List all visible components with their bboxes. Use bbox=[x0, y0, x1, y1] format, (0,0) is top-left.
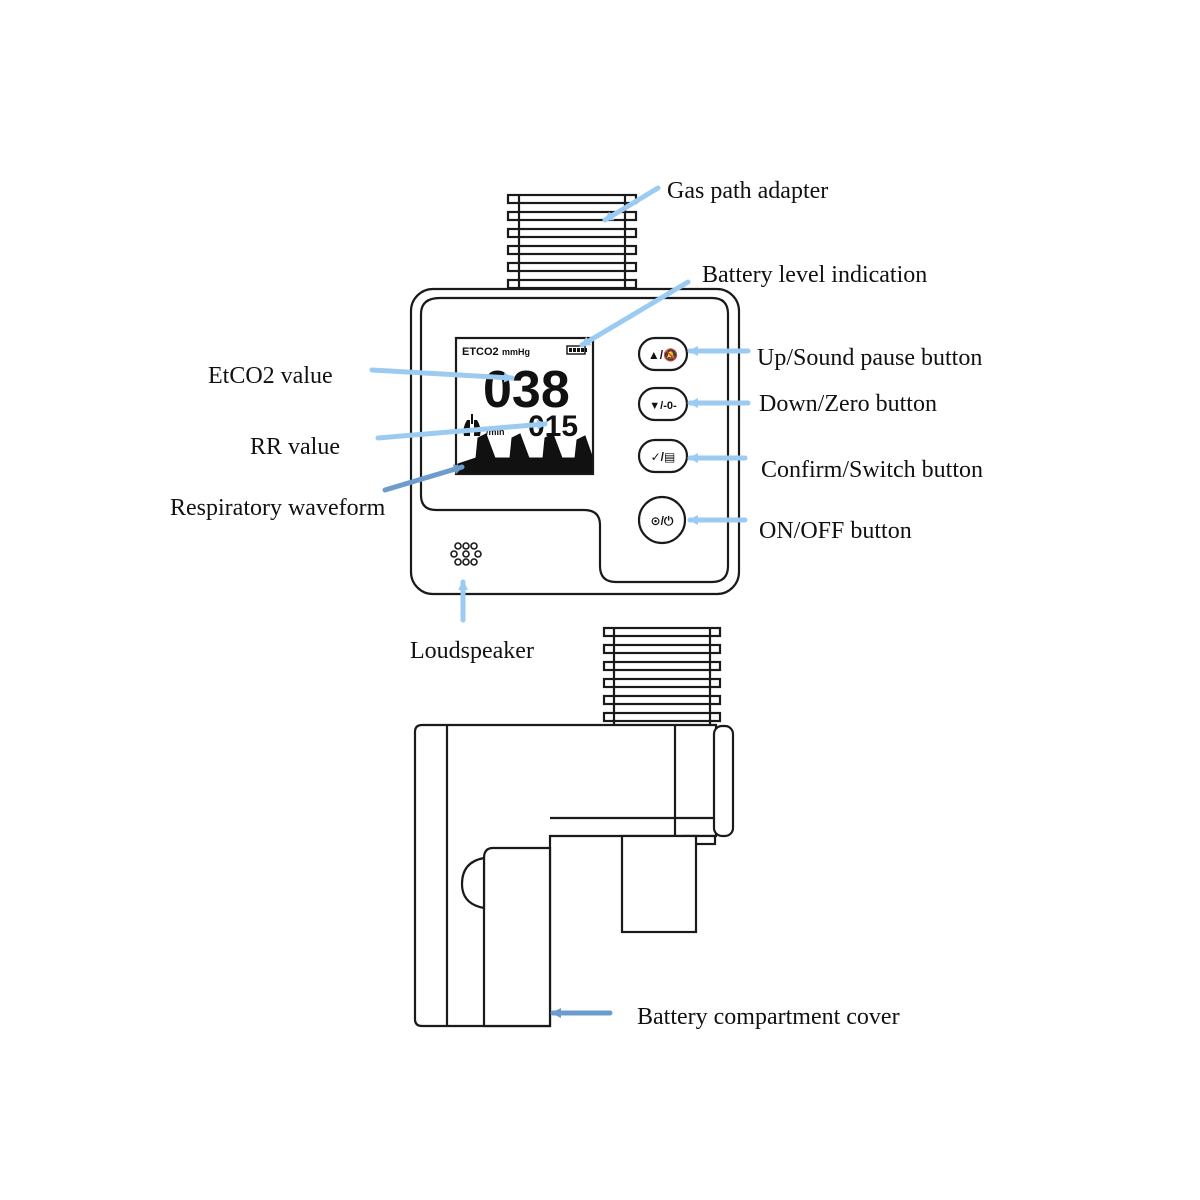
side-clip bbox=[712, 724, 735, 838]
gas-path-adapter-ribs bbox=[506, 193, 638, 290]
label-loudspeaker: Loudspeaker bbox=[410, 638, 534, 664]
down-zero-button[interactable] bbox=[637, 386, 689, 422]
arrow-battery-level bbox=[579, 279, 691, 348]
battery-compartment-cover-graphic bbox=[482, 846, 552, 1028]
arrow-respiratory-waveform bbox=[382, 464, 465, 493]
label-battery-level: Battery level indication bbox=[702, 262, 927, 288]
label-respiratory-waveform: Respiratory waveform bbox=[170, 495, 386, 521]
front-view bbox=[409, 193, 741, 596]
down-button-glyph: ▼/-0- bbox=[649, 400, 677, 412]
up-sound-pause-button[interactable] bbox=[637, 336, 689, 372]
confirm-button-glyph: ✓/▤ bbox=[651, 450, 676, 464]
label-up-sound-pause: Up/Sound pause button bbox=[757, 345, 982, 371]
label-etco2-value: EtCO2 value bbox=[208, 363, 333, 389]
confirm-switch-button[interactable] bbox=[637, 438, 689, 474]
label-down-zero: Down/Zero button bbox=[759, 391, 937, 417]
battery-icon bbox=[566, 345, 587, 355]
callout-arrows bbox=[369, 185, 751, 1018]
side-view bbox=[413, 626, 735, 1028]
respiratory-waveform-graphic bbox=[457, 433, 593, 474]
etco2-reading: 038 bbox=[483, 361, 570, 419]
side-adapter-ribs bbox=[602, 626, 722, 726]
arrow-etco2-value bbox=[369, 367, 515, 383]
arrow-rr-value bbox=[375, 419, 548, 441]
side-lower-block bbox=[620, 834, 698, 934]
label-gas-path-adapter: Gas path adapter bbox=[667, 178, 828, 204]
inner-panel bbox=[419, 296, 730, 584]
loudspeaker-grill-icon bbox=[450, 542, 482, 566]
screen-title: ETCO2 bbox=[462, 346, 499, 358]
label-battery-cover: Battery compartment cover bbox=[637, 1004, 900, 1030]
power-button-glyph: ⊙/⏻ bbox=[651, 514, 674, 528]
up-button-glyph: ▲/🔕 bbox=[648, 348, 678, 362]
label-confirm-switch: Confirm/Switch button bbox=[761, 457, 983, 483]
arrow-gas-path-adapter bbox=[602, 185, 661, 223]
on-off-button[interactable] bbox=[637, 495, 687, 545]
screen-unit: mmHg bbox=[502, 347, 530, 357]
label-rr-value: RR value bbox=[250, 434, 340, 460]
label-on-off: ON/OFF button bbox=[759, 518, 912, 544]
side-knob bbox=[460, 856, 486, 910]
rr-unit: /min bbox=[486, 427, 505, 437]
